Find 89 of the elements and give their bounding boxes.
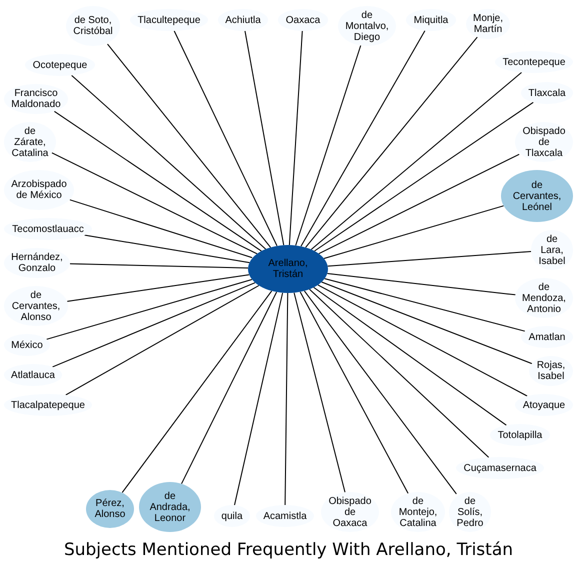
- connector-line: [317, 284, 528, 396]
- node-label: Pérez, Alonso: [94, 498, 126, 520]
- node-label: Arzobispado de México: [11, 179, 67, 201]
- ellipse-node: [529, 356, 573, 386]
- node-label: Totolapilla: [498, 430, 542, 440]
- highlight-ellipse-node: [86, 490, 134, 528]
- node-label: Acamistla: [263, 510, 307, 522]
- node-label: de Zárate, Catalina: [12, 126, 48, 158]
- node-label: Tlacalpatepeque: [11, 400, 85, 410]
- connector-line: [309, 288, 490, 458]
- node-label: Obispado de Oaxaca: [328, 496, 372, 528]
- node-label: de Montejo, Catalina: [398, 496, 438, 528]
- connector-line: [310, 72, 522, 250]
- node-label: Tlaxcala: [528, 88, 566, 98]
- connector-line: [51, 152, 258, 254]
- connector-line: [181, 292, 278, 484]
- ellipse-node: [531, 230, 573, 270]
- ellipse-node: [4, 170, 74, 210]
- node-label: Obispado de Tlaxcala: [522, 126, 566, 158]
- node-label: Cuçamasernaca: [464, 462, 536, 474]
- hub-ellipse-node: [248, 245, 328, 293]
- connector-line: [54, 110, 262, 252]
- node-label: Achiutla: [225, 14, 261, 26]
- node-label: quila: [221, 510, 243, 522]
- connector-line: [107, 44, 272, 248]
- connector-line: [326, 273, 516, 296]
- connector-line: [295, 45, 362, 246]
- connector-line: [284, 292, 288, 506]
- node-label: Hernández, Gonzalo: [11, 252, 63, 274]
- ellipse-node: [4, 122, 56, 162]
- connector-line: [300, 30, 426, 247]
- ellipse-node: [515, 122, 573, 162]
- ellipse-node: [214, 505, 250, 527]
- connector-line: [294, 292, 346, 493]
- connector-line: [314, 102, 534, 252]
- connector-line: [318, 154, 520, 254]
- node-label: de Andrada, Leonor: [150, 490, 190, 524]
- ellipse-node: [521, 82, 573, 104]
- connector-line: [46, 279, 252, 340]
- node-label: Amatlan: [528, 332, 566, 342]
- ellipse-node: [521, 326, 573, 348]
- node-label: de Cervantes, Alonso: [12, 290, 60, 322]
- connector-line: [313, 286, 507, 426]
- node-label: Miquitla: [414, 14, 448, 26]
- connector-line: [65, 285, 260, 396]
- node-label: de Mendoza, Antonio: [522, 282, 566, 314]
- connector-line: [122, 290, 272, 494]
- node-label: Arellano, Tristán: [268, 258, 308, 280]
- node-label: Atoyaque: [522, 400, 566, 410]
- connector-line: [174, 30, 278, 246]
- connector-line: [288, 30, 303, 246]
- connector-line: [321, 282, 532, 364]
- connector-line: [71, 74, 266, 250]
- ellipse-node: [4, 334, 50, 356]
- ellipse-node: [466, 9, 510, 39]
- node-label: Ocotepeque: [32, 60, 88, 70]
- node-label: Francisco Maldonado: [11, 88, 61, 110]
- node-label: Atlatlauca: [11, 370, 55, 380]
- ellipse-node: [4, 364, 62, 386]
- connector-line: [70, 263, 248, 268]
- connector-line: [304, 290, 457, 494]
- diagram-title: Subjects Mentioned Frequently With Arellano, Tristán: [64, 539, 514, 561]
- ellipse-node: [278, 9, 328, 31]
- connector-line: [323, 205, 504, 259]
- node-label: de Solís, Pedro: [456, 496, 484, 528]
- node-label: Oaxaca: [286, 14, 320, 26]
- ellipse-node: [218, 9, 268, 31]
- connector-line: [327, 251, 532, 267]
- connector-line: [234, 292, 284, 506]
- node-label: Monje, Martín: [472, 13, 503, 35]
- node-label: de Lara, Isabel: [538, 234, 566, 266]
- connector-line: [52, 282, 256, 368]
- connector-line: [305, 36, 478, 248]
- node-label: Rojas, Isabel: [536, 360, 566, 382]
- node-label: México: [11, 340, 43, 350]
- connector-line: [69, 199, 253, 258]
- node-label: de Cervantes, Leónel: [512, 180, 562, 212]
- ellipse-node: [449, 492, 491, 532]
- node-label: de Soto, Cristóbal: [73, 15, 113, 37]
- connector-line: [324, 278, 526, 332]
- node-label: de Montalvo, Diego: [345, 10, 389, 42]
- node-label: Tecontepeque: [502, 56, 566, 68]
- connector-line: [300, 291, 409, 494]
- connector-line: [66, 274, 250, 302]
- connector-line: [244, 30, 284, 246]
- node-label: Tecomostlauacc: [12, 224, 84, 234]
- ellipse-node: [406, 9, 456, 31]
- connector-line: [84, 234, 250, 264]
- node-label: Tlacultepeque: [138, 14, 200, 26]
